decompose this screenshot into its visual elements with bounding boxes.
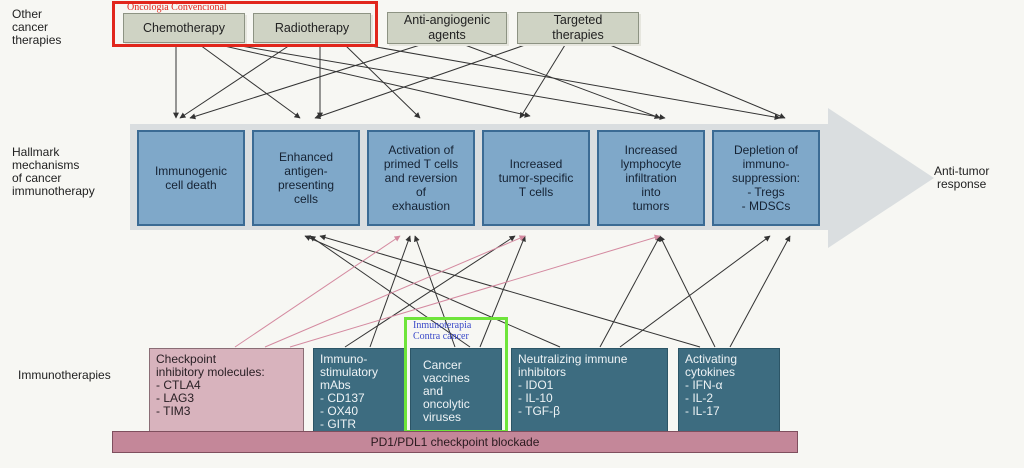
hallmark-t-cell-activation: Activation of primed T cells and reversi…	[367, 130, 475, 226]
hallmark-immunogenic-cell-death: Immunogenic cell death	[137, 130, 245, 226]
row-label-hallmark: Hallmark mechanisms of cancer immunother…	[12, 145, 95, 198]
hallmark-tumor-specific-t-cells: Increased tumor-specific T cells	[482, 130, 590, 226]
targeted-therapies-box: Targeted therapies	[517, 12, 639, 44]
conventional-oncology-highlight	[112, 1, 378, 47]
anti-tumor-response-label: Anti-tumor response	[934, 164, 990, 191]
hallmark-lymphocyte-infiltration: Increased lymphocyte infiltration into t…	[597, 130, 705, 226]
hallmark-immunosuppression-depletion: Depletion of immuno- suppression: - Treg…	[712, 130, 820, 226]
checkpoint-inhibitory-box: Checkpoint inhibitory molecules: - CTLA4…	[149, 348, 304, 432]
immunostimulatory-mabs-box: Immuno- stimulatory mAbs - CD137 - OX40 …	[313, 348, 405, 432]
chemotherapy-box: Chemotherapy	[123, 13, 245, 43]
response-arrow-icon	[828, 108, 934, 248]
pd1-pdl1-blockade-bar: PD1/PDL1 checkpoint blockade	[112, 431, 798, 453]
cancer-vaccines-box: Cancer vaccines and oncolytic viruses	[410, 348, 502, 432]
radiotherapy-box: Radiotherapy	[253, 13, 371, 43]
conventional-oncology-caption: Oncología Convencional	[127, 2, 227, 13]
hallmark-antigen-presenting-cells: Enhanced antigen- presenting cells	[252, 130, 360, 226]
anti-angiogenic-box: Anti-angiogenic agents	[387, 12, 507, 44]
neutralizing-inhibitors-box: Neutralizing immune inhibitors - IDO1 - …	[511, 348, 668, 432]
anticancer-immunotherapy-caption: Inmunoterapia Contra cáncer	[413, 320, 472, 342]
activating-cytokines-box: Activating cytokines - IFN-α - IL-2 - IL…	[678, 348, 780, 432]
row-label-other-therapies: Other cancer therapies	[12, 7, 62, 47]
row-label-immunotherapies: Immunotherapies	[18, 368, 111, 382]
